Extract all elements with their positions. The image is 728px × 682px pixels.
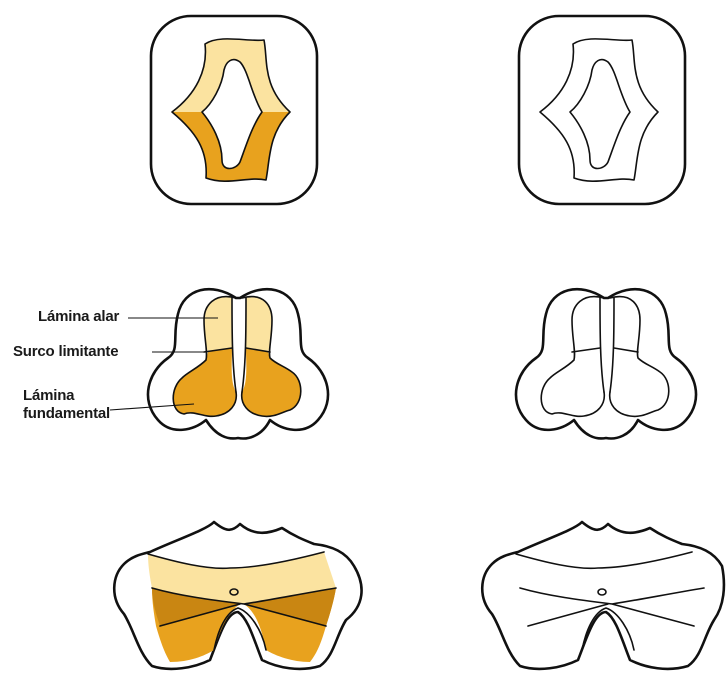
label-basal-plate-line1: Lámina: [23, 387, 74, 404]
stage3-colored: [114, 522, 361, 669]
stage2-outline: [516, 289, 696, 438]
stage2-colored-outline: [148, 289, 328, 438]
stage1-outline-outline: [519, 16, 685, 204]
stage3-outline: [482, 522, 724, 669]
stage1-outline: [519, 16, 685, 204]
label-sulcus-limitans: Surco limitante: [13, 343, 118, 360]
stage1-colored: [151, 16, 317, 204]
label-alar-plate: Lámina alar: [38, 308, 119, 325]
label-basal-plate-line2: fundamental: [23, 405, 110, 422]
stage2-outline-outline: [516, 289, 696, 438]
stage2-colored: [110, 289, 328, 438]
